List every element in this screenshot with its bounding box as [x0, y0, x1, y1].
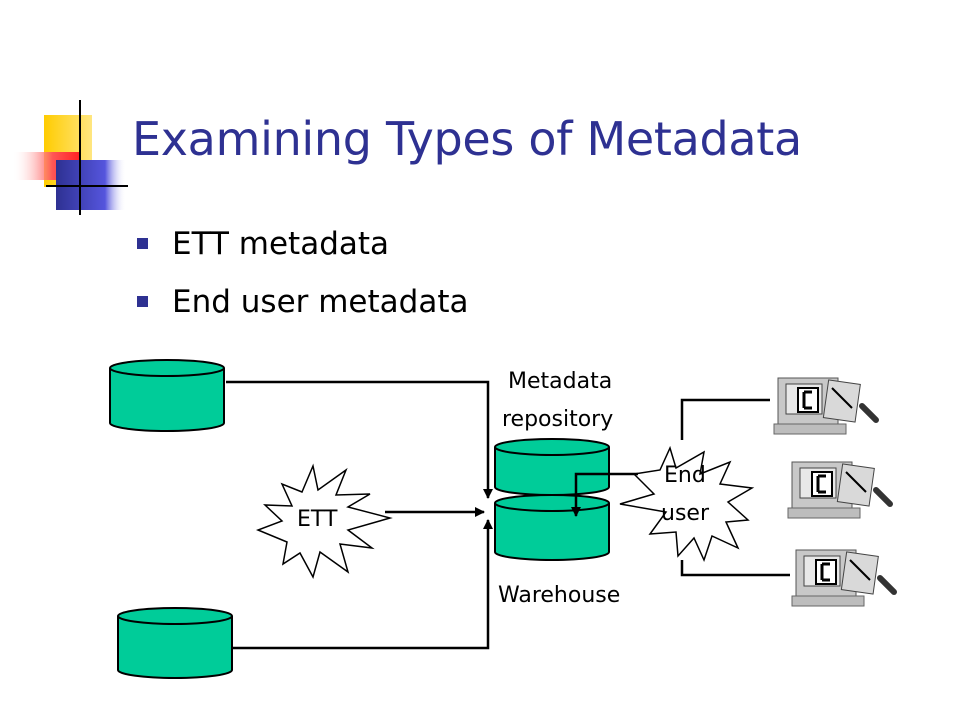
- bullet-item: ETT metadata: [132, 222, 468, 280]
- workstation-icon: [773, 377, 879, 435]
- source-database-cylinder-1: [109, 359, 225, 432]
- workstation-icon: [787, 461, 893, 519]
- ett-starburst: [255, 463, 393, 579]
- warehouse-label: Warehouse: [498, 583, 621, 608]
- metadata-repository-label-line2: repository: [502, 407, 614, 432]
- end-user-to-repository-arrow: [571, 472, 638, 517]
- metadata-repository-cylinder: [494, 438, 610, 496]
- slide-title: Examining Types of Metadata: [132, 112, 802, 166]
- workstation3-connector: [680, 560, 790, 577]
- end-user-label-line2: user: [661, 501, 709, 526]
- source1-connector: [226, 380, 493, 499]
- source2-connector: [232, 519, 493, 650]
- bullet-item: End user metadata: [132, 280, 468, 338]
- end-user-starburst: [619, 445, 755, 563]
- bullet-square-icon: [137, 238, 148, 249]
- workstation-icon: [791, 549, 897, 607]
- ett-label: ETT: [297, 507, 338, 532]
- bullet-list: ETT metadata End user metadata: [132, 222, 468, 338]
- metadata-repository-label-line1: Metadata: [508, 369, 613, 394]
- warehouse-cylinder: [494, 494, 610, 561]
- source-database-cylinder-2: [117, 607, 233, 679]
- end-user-label-line1: End: [664, 463, 706, 488]
- bullet-square-icon: [137, 296, 148, 307]
- workstation1-connector: [680, 398, 770, 440]
